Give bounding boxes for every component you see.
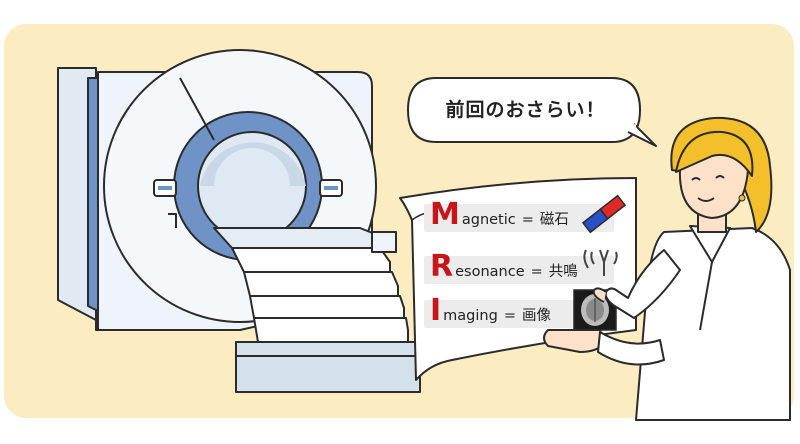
doctor-character <box>543 116 791 421</box>
tuning-fork-icon <box>583 249 618 276</box>
speech-bubble <box>406 77 657 147</box>
speech-bubble-text: 前回のおさらい！ <box>445 99 606 121</box>
mri-meaning: 磁石 <box>539 212 569 228</box>
mri-meaning: 共鳴 <box>548 264 578 280</box>
mri-card <box>399 177 637 381</box>
magnet-icon <box>581 194 627 234</box>
equals-sign: = <box>530 264 543 280</box>
mri-word-rest: esonance <box>455 264 525 280</box>
mri-row-resonance: R esonance = 共鳴 <box>430 249 578 284</box>
mri-meaning: 画像 <box>521 308 551 324</box>
equals-sign: = <box>521 212 534 228</box>
mri-row-imaging: I maging = 画像 <box>430 293 551 328</box>
mri-letter-m: M <box>430 197 460 232</box>
mri-row-magnetic: M agnetic = 磁石 <box>430 197 569 232</box>
mri-scanner <box>57 49 421 393</box>
mri-letter-r: R <box>430 249 454 284</box>
equals-sign: = <box>503 308 516 324</box>
mri-word-rest: maging <box>443 308 498 324</box>
mri-letter-i: I <box>430 293 442 328</box>
mri-word-rest: agnetic <box>461 212 516 228</box>
